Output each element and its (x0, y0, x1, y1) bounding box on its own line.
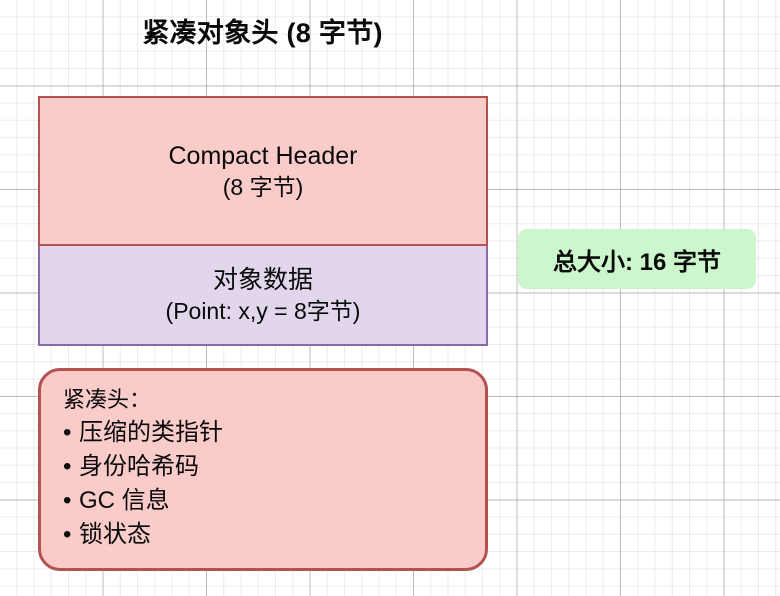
total-size-badge: 总大小: 16 字节 (518, 229, 756, 289)
memory-layout-stack: Compact Header (8 字节) 对象数据 (Point: x,y =… (38, 96, 488, 346)
list-item-label: 锁状态 (79, 521, 151, 548)
list-item: • 压缩的类指针 (63, 416, 485, 450)
object-data-size: (Point: x,y = 8字节) (165, 297, 361, 324)
diagram-title: 紧凑对象头 (8 字节) (142, 18, 383, 48)
bullet-icon: • (63, 487, 72, 514)
list-item-label: 身份哈希码 (79, 453, 199, 480)
list-item: • 锁状态 (63, 518, 485, 552)
object-data-block: 对象数据 (Point: x,y = 8字节) (38, 246, 488, 346)
list-item: • 身份哈希码 (63, 450, 485, 484)
compact-header-label: Compact Header (168, 141, 358, 170)
list-item-label: GC 信息 (79, 487, 170, 514)
details-heading: 紧凑头： (63, 387, 152, 412)
bullet-icon: • (63, 419, 72, 446)
bullet-icon: • (63, 521, 72, 548)
compact-header-details-callout: 紧凑头： • 压缩的类指针 • 身份哈希码 • GC 信息 • 锁状态 (38, 368, 488, 571)
details-list: • 压缩的类指针 • 身份哈希码 • GC 信息 • 锁状态 (63, 416, 485, 552)
compact-header-size: (8 字节) (222, 173, 304, 200)
object-data-label: 对象数据 (212, 265, 313, 294)
list-item: • GC 信息 (63, 484, 485, 518)
list-item-label: 压缩的类指针 (79, 419, 223, 446)
bullet-icon: • (63, 453, 72, 480)
compact-header-block: Compact Header (8 字节) (38, 96, 488, 246)
